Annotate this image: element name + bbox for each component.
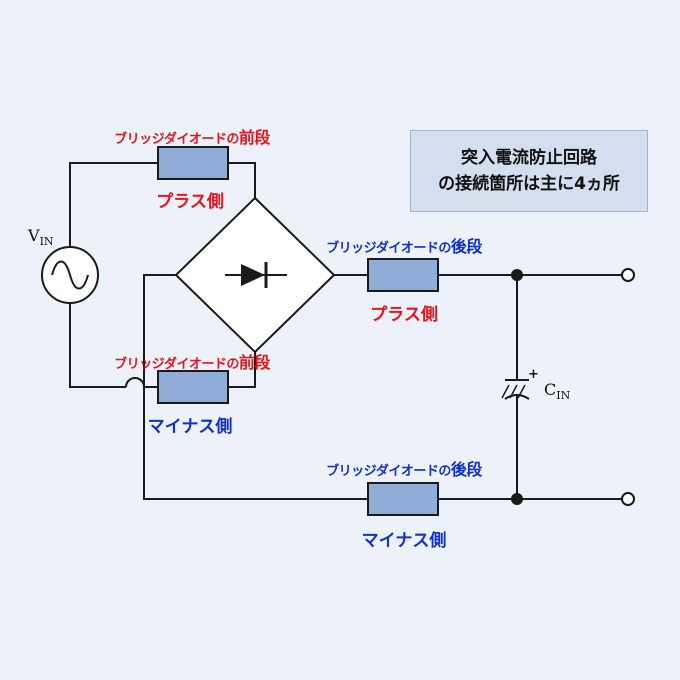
ac-source-symbol xyxy=(41,246,99,304)
label-front-plus-side: プラス側 xyxy=(156,192,224,212)
note-box: 突入電流防止回路 の接続箇所は主に4ヵ所 xyxy=(410,130,648,212)
junction-dot-minus xyxy=(511,493,523,505)
wire-crossover-hop xyxy=(125,377,145,388)
label-front-plus-title: ブリッジダイオードの前段 xyxy=(114,128,270,147)
resistor-front-minus xyxy=(157,370,229,404)
junction-dot-plus xyxy=(511,269,523,281)
bridge-diode xyxy=(174,196,336,354)
wire-source-bottom xyxy=(69,302,126,388)
wire-source-top xyxy=(69,162,158,248)
resistor-rear-plus xyxy=(367,258,439,292)
label-front-minus-side: マイナス側 xyxy=(147,417,233,437)
capacitor-label: CIN xyxy=(544,380,571,403)
label-rear-plus-title: ブリッジダイオードの後段 xyxy=(326,237,482,256)
label-front-minus-title: ブリッジダイオードの前段 xyxy=(114,353,270,372)
source-label: VIN xyxy=(28,226,54,249)
label-rear-plus-side: プラス側 xyxy=(370,305,438,325)
diode-icon xyxy=(241,264,265,286)
wire-front-plus-to-bridge xyxy=(228,162,256,198)
label-rear-minus-side: マイナス側 xyxy=(361,531,447,551)
wire-front-minus-to-bridge xyxy=(228,352,256,388)
note-line-2: の接続箇所は主に4ヵ所 xyxy=(438,174,620,194)
note-line-1: 突入電流防止回路 xyxy=(461,148,597,168)
capacitor-symbol xyxy=(501,379,530,400)
label-rear-minus-title: ブリッジダイオードの後段 xyxy=(326,460,482,479)
capacitor-polarity: + xyxy=(528,367,539,382)
resistor-rear-minus xyxy=(367,482,439,516)
output-terminal-minus xyxy=(621,492,635,506)
wire-bridge-left-to-minus-rail xyxy=(143,274,368,500)
output-terminal-plus xyxy=(621,268,635,282)
resistor-front-plus xyxy=(157,146,229,180)
